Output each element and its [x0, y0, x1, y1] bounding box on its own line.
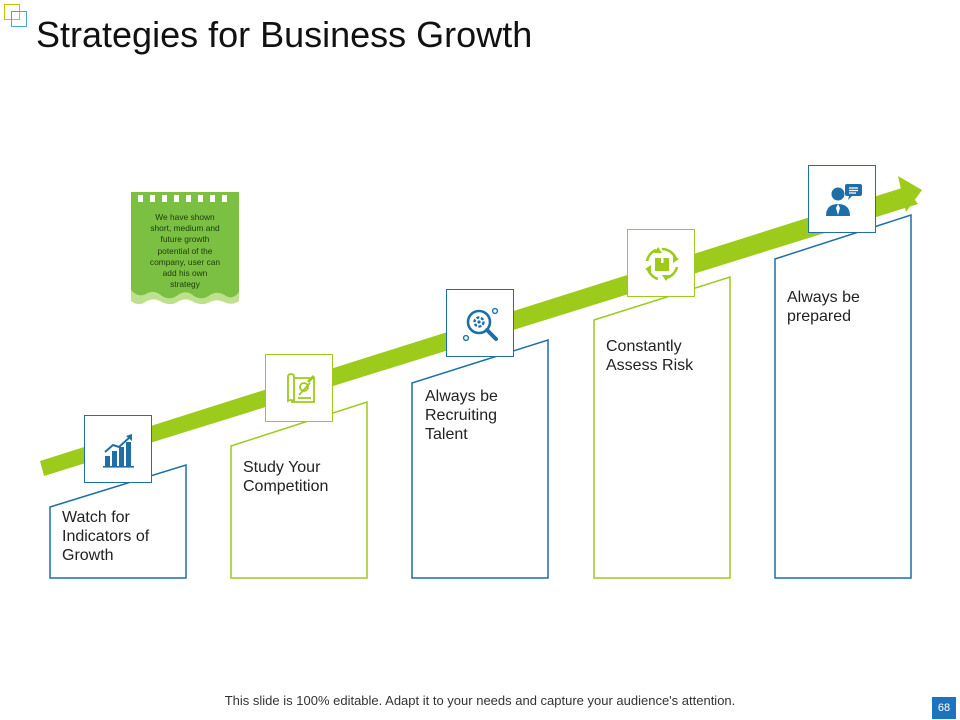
step-icon-box-5	[808, 165, 876, 233]
slide-footer: This slide is 100% editable. Adapt it to…	[224, 693, 736, 708]
blueprint-document-icon	[287, 373, 315, 403]
person-speech-bubble-icon	[826, 184, 862, 216]
step-label-2: Study Your Competition	[243, 459, 329, 495]
step-label-3: Always be Recruiting Talent	[425, 388, 498, 443]
step-icon-box-4	[627, 229, 695, 297]
slide-title: Strategies for Business Growth	[36, 14, 533, 55]
sticky-note	[131, 192, 239, 305]
corner-square-blue	[11, 11, 27, 27]
sticky-note-text: We have shown short, medium and future g…	[149, 212, 221, 290]
step-column-5	[774, 213, 912, 579]
box-cycle-icon	[645, 247, 679, 281]
step-icon-box-1	[84, 415, 152, 483]
step-label-5: Always be prepared	[787, 289, 860, 325]
step-icon-box-2	[265, 354, 333, 422]
step-column-3	[411, 338, 549, 579]
corner-square-yellow	[4, 4, 20, 20]
step-icon-box-3	[446, 289, 514, 357]
growth-arrowhead	[898, 176, 922, 212]
gear-magnifier-icon	[462, 307, 499, 342]
step-label-4: Constantly Assess Risk	[606, 338, 694, 374]
step-column-4	[593, 275, 731, 579]
page-number-badge: 68	[932, 697, 956, 719]
step-label-1: Watch for Indicators of Growth	[62, 509, 150, 564]
bar-chart-growth-icon	[103, 434, 134, 468]
